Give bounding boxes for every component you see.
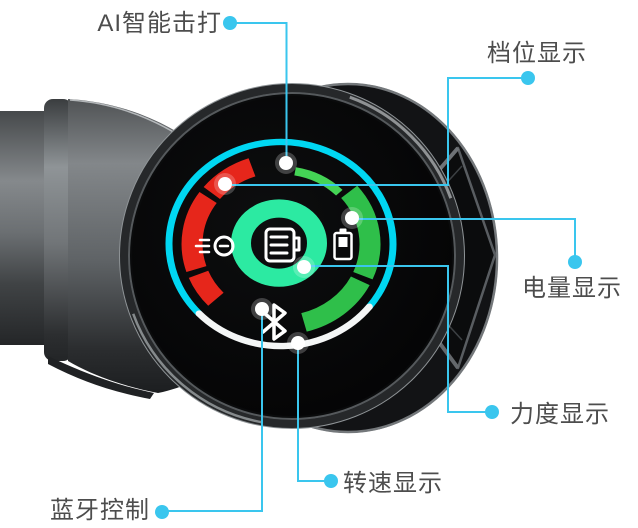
massage-gun-icon	[264, 227, 301, 263]
bezel-inner-line	[128, 92, 456, 420]
anchor-dot-bluetooth	[255, 302, 269, 316]
callout-dot-force	[485, 405, 499, 419]
barrel-flange	[48, 356, 154, 399]
screen-graphics	[165, 138, 397, 350]
red-gauge-arc	[181, 158, 256, 306]
bezel-gloss-top	[349, 95, 453, 199]
callout-dots	[155, 16, 582, 519]
callout-dot-bluetooth	[155, 505, 169, 519]
inner-green-ring	[231, 199, 327, 287]
callout-line-ai	[230, 22, 288, 163]
anchor-dot-gear	[218, 177, 232, 191]
label-force-display: 力度显示	[510, 401, 610, 428]
label-ai-smart-percussion: AI智能击打	[97, 10, 222, 37]
anchor-dot-battery	[345, 211, 359, 225]
callout-dot-speed	[324, 474, 338, 488]
anchor-dot-speed	[291, 336, 305, 350]
label-bluetooth-control: 蓝牙控制	[50, 497, 150, 524]
label-battery-display: 电量显示	[522, 275, 622, 302]
battery-icon	[333, 228, 353, 261]
callout-labels: AI智能击打 档位显示 电量显示 力度显示 转速显示 蓝牙控制	[50, 10, 622, 524]
label-speed-display: 转速显示	[343, 470, 443, 497]
barrel-collar	[44, 99, 72, 361]
callout-line-gear	[232, 77, 528, 186]
callout-dot-gear	[521, 71, 535, 85]
screen-anchor-dots	[214, 152, 363, 354]
callout-dot-battery	[568, 255, 582, 269]
label-gear-display: 档位显示	[487, 40, 587, 67]
callout-line-bluetooth	[162, 309, 263, 512]
status-ring-cyan	[165, 138, 397, 317]
bezel-gloss-bottom	[132, 313, 263, 424]
callout-line-force	[311, 265, 492, 413]
bluetooth-icon	[261, 303, 287, 341]
bezel-dark-ring	[120, 84, 464, 428]
barrel-base	[0, 111, 46, 345]
callout-dot-ai	[223, 16, 237, 30]
screen-icons	[194, 227, 353, 341]
anchor-dot-force	[297, 260, 311, 274]
screen-face	[132, 96, 452, 416]
callout-line-battery	[352, 218, 576, 262]
bottom-white-arc	[195, 303, 373, 350]
anchor-dot-ai	[279, 156, 293, 170]
power-icon	[194, 235, 235, 257]
callout-lines	[162, 22, 576, 512]
callout-line-speed	[297, 343, 331, 482]
